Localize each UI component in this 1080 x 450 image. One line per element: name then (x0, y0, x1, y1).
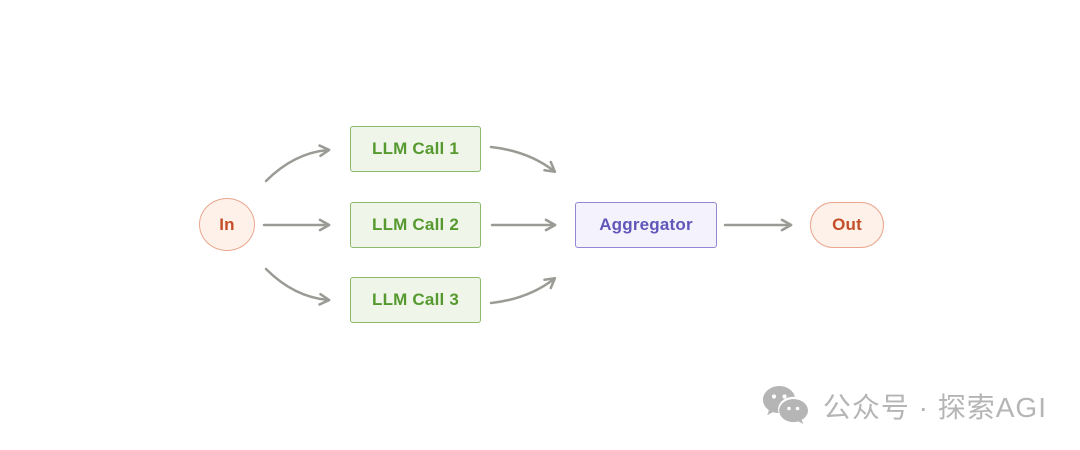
node-llm-call-2-label: LLM Call 2 (371, 215, 459, 234)
node-llm-call-3-label: LLM Call 3 (371, 290, 459, 309)
edge-llm-call-1-to-aggregator (489, 145, 557, 173)
node-out: Out (810, 202, 884, 248)
node-llm-call-3: LLM Call 3 (350, 277, 481, 323)
node-in-label: In (219, 214, 235, 234)
node-out-label: Out (832, 215, 862, 234)
node-aggregator: Aggregator (575, 202, 717, 248)
watermark: 公众号 · 探索AGI (761, 384, 1047, 428)
wechat-icon (761, 384, 810, 428)
node-in: In (199, 198, 255, 251)
node-aggregator-label: Aggregator (599, 215, 693, 234)
node-llm-call-1-label: LLM Call 1 (371, 139, 459, 158)
edge-llm-call-3-to-aggregator (489, 277, 557, 305)
watermark-text: 公众号 · 探索AGI (822, 392, 1047, 423)
edge-in-to-llm-call-3 (264, 267, 331, 306)
edge-in-to-llm-call-1 (264, 144, 331, 183)
node-llm-call-2: LLM Call 2 (350, 202, 481, 248)
node-llm-call-1: LLM Call 1 (350, 126, 481, 172)
